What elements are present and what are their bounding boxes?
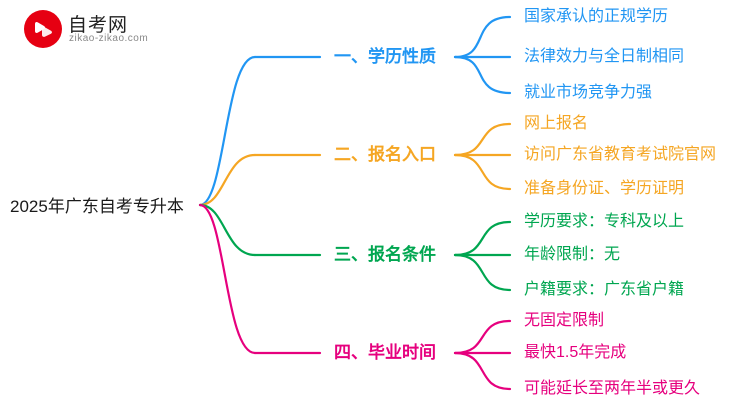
connector-branch-2-leaf-3 — [453, 153, 512, 191]
connector-branch-1-leaf-1 — [453, 15, 512, 59]
logo-title: 自考网 — [68, 15, 129, 36]
connector-root-branch-2 — [198, 153, 257, 207]
swirl-logo-icon — [24, 10, 62, 48]
connector-branch-4-leaf-3 — [453, 351, 512, 391]
leaf-node-4-2[interactable]: 最快1.5年完成 — [524, 344, 627, 361]
connector-root-branch-1 — [198, 55, 257, 207]
connector-root-branch-4 — [198, 203, 257, 355]
leaf-node-1-1[interactable]: 国家承认的正规学历 — [524, 8, 669, 25]
leaf-node-1-3[interactable]: 就业市场竞争力强 — [524, 84, 653, 101]
leaf-node-2-1[interactable]: 网上报名 — [524, 115, 589, 132]
branch-node-2[interactable]: 二、报名入口 — [334, 145, 436, 164]
connector-branch-3-leaf-1 — [453, 220, 512, 257]
connector-branch-2-leaf-1 — [453, 122, 512, 157]
leaf-node-2-3[interactable]: 准备身份证、学历证明 — [524, 180, 685, 197]
logo-subtitle: zikao-zikao.com — [69, 33, 149, 44]
site-logo: 自考网 zikao-zikao.com — [24, 8, 174, 52]
branch-node-3[interactable]: 三、报名条件 — [334, 245, 436, 264]
leaf-node-3-2[interactable]: 年龄限制：无 — [524, 246, 621, 263]
leaf-node-4-1[interactable]: 无固定限制 — [524, 312, 605, 329]
leaf-node-4-3[interactable]: 可能延长至两年半或更久 — [524, 380, 701, 397]
branch-node-4[interactable]: 四、毕业时间 — [334, 343, 436, 362]
connector-branch-3-leaf-3 — [453, 253, 512, 292]
connector-branch-1-leaf-3 — [453, 55, 512, 95]
leaf-node-3-3[interactable]: 户籍要求：广东省户籍 — [524, 281, 685, 298]
swirl-glyph-icon — [35, 22, 52, 37]
connector-branch-4-leaf-1 — [453, 319, 512, 355]
mindmap-root-node[interactable]: 2025年广东自考专升本 — [10, 197, 184, 216]
branch-node-1[interactable]: 一、学历性质 — [334, 47, 436, 66]
leaf-node-2-2[interactable]: 访问广东省教育考试院官网 — [524, 146, 717, 163]
leaf-node-1-2[interactable]: 法律效力与全日制相同 — [524, 48, 685, 65]
leaf-node-3-1[interactable]: 学历要求：专科及以上 — [524, 213, 685, 230]
connector-root-branch-3 — [198, 203, 257, 257]
